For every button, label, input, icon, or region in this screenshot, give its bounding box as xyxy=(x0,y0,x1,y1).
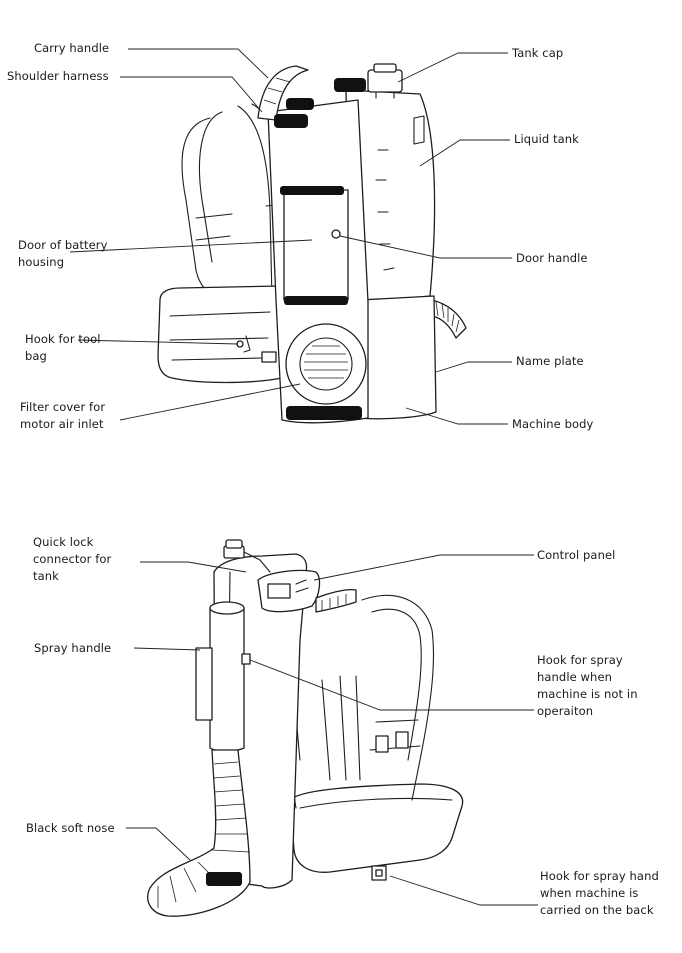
label-quick-lock-connector: Quick lock connector for tank xyxy=(33,535,112,583)
label-shoulder-harness: Shoulder harness xyxy=(7,69,109,83)
label-hook-not-in-operation: Hook for spray handle when machine is no… xyxy=(537,653,638,718)
label-spray-handle: Spray handle xyxy=(34,641,112,655)
label-filter-cover: Filter cover for motor air inlet xyxy=(20,400,106,431)
label-door-handle: Door handle xyxy=(516,251,588,265)
label-door-of-battery-housing: Door of battery housing xyxy=(18,238,108,269)
bottom-machine-illustration xyxy=(147,539,464,917)
top-leader-lines xyxy=(69,48,512,425)
label-hook-for-tool-bag: Hook for tool bag xyxy=(25,332,101,363)
bottom-leader-lines xyxy=(126,554,538,906)
label-tank-cap: Tank cap xyxy=(512,46,564,60)
label-black-soft-nose: Black soft nose xyxy=(26,821,115,835)
label-name-plate: Name plate xyxy=(516,354,584,368)
label-machine-body: Machine body xyxy=(512,417,594,431)
label-hook-on-back: Hook for spray hand when machine is carr… xyxy=(540,869,659,917)
top-machine-illustration xyxy=(157,63,467,424)
label-liquid-tank: Liquid tank xyxy=(514,132,579,146)
label-control-panel: Control panel xyxy=(537,548,616,562)
label-carry-handle: Carry handle xyxy=(34,41,110,55)
